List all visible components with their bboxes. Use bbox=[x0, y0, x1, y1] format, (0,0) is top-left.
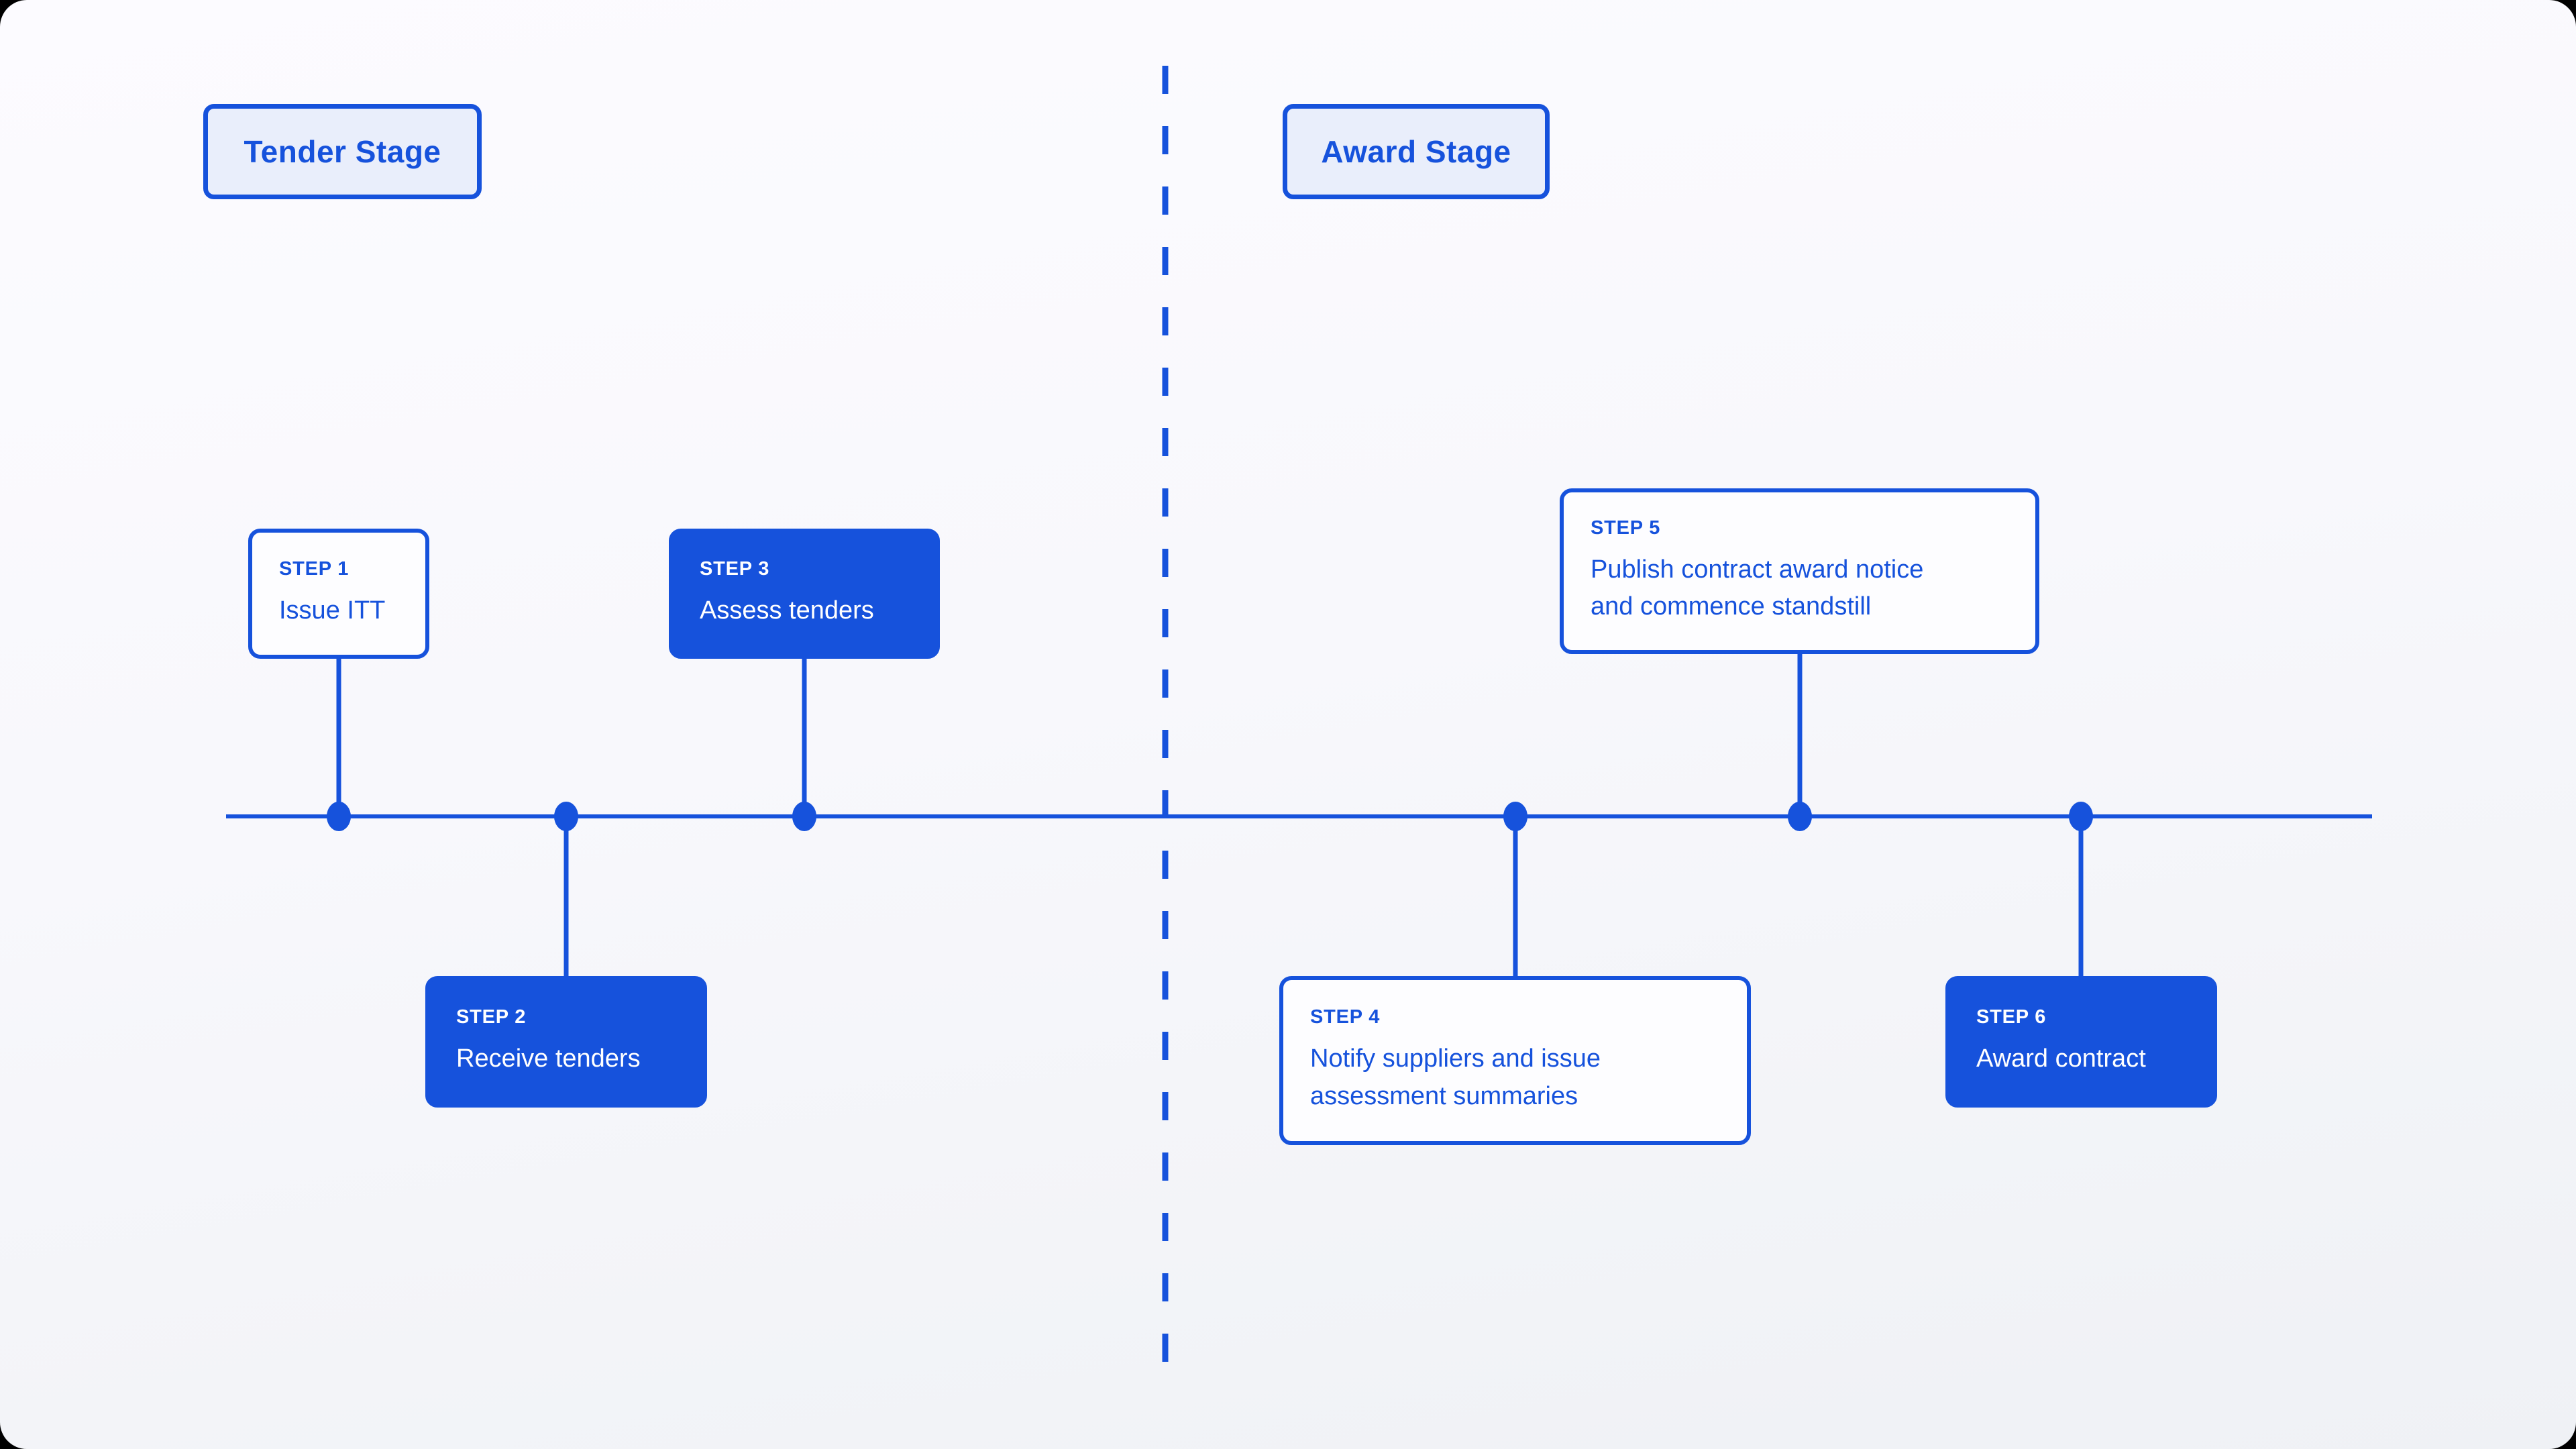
timeline-dot-6 bbox=[2069, 802, 2093, 831]
step-6-title: Award contract bbox=[1976, 1044, 2146, 1073]
stage-label-award: Award Stage bbox=[1283, 104, 1550, 199]
stage-label-tender: Tender Stage bbox=[203, 104, 482, 199]
step-3-label: STEP 3 bbox=[700, 557, 770, 580]
stage-label-award-text: Award Stage bbox=[1321, 134, 1511, 169]
timeline-dot-3 bbox=[792, 802, 816, 831]
step-4-title: Notify suppliers and issue assessment su… bbox=[1310, 1044, 1601, 1110]
step-4-label: STEP 4 bbox=[1310, 1006, 1381, 1028]
step-card-2: STEP 2 Receive tenders bbox=[425, 976, 707, 1108]
step-5-label: STEP 5 bbox=[1591, 517, 1661, 539]
step-1-title: Issue ITT bbox=[279, 596, 386, 625]
step-2-title: Receive tenders bbox=[456, 1044, 641, 1073]
step-1-label: STEP 1 bbox=[279, 557, 350, 580]
step-card-4: STEP 4 Notify suppliers and issue assess… bbox=[1279, 976, 1751, 1145]
step-card-6: STEP 6 Award contract bbox=[1945, 976, 2217, 1108]
step-2-label: STEP 2 bbox=[456, 1006, 527, 1028]
timeline-dot-2 bbox=[554, 802, 578, 831]
timeline-dot-5 bbox=[1788, 802, 1812, 831]
stage-label-tender-text: Tender Stage bbox=[244, 134, 441, 169]
timeline-dot-1 bbox=[327, 802, 351, 831]
step-5-title: Publish contract award notice and commen… bbox=[1591, 555, 1924, 621]
step-3-title: Assess tenders bbox=[700, 596, 874, 625]
step-card-3: STEP 3 Assess tenders bbox=[669, 529, 940, 659]
step-card-5: STEP 5 Publish contract award notice and… bbox=[1560, 488, 2039, 654]
timeline-dot-4 bbox=[1503, 802, 1527, 831]
step-card-1: STEP 1 Issue ITT bbox=[248, 529, 429, 659]
step-6-label: STEP 6 bbox=[1976, 1006, 2047, 1028]
